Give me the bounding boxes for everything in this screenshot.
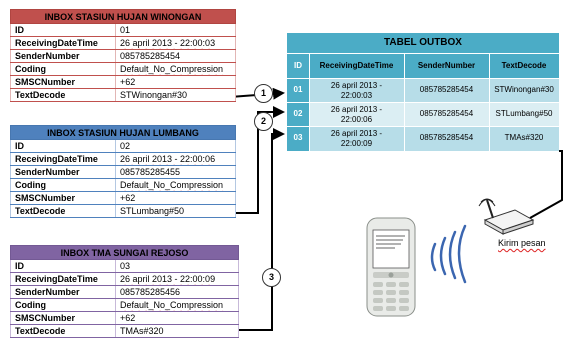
field-value: 02 [115,139,236,153]
field-key: TextDecode [10,204,116,218]
field-key: Coding [10,62,116,76]
inbox-lumbang-title: INBOX STASIUN HUJAN LUMBANG [10,125,236,140]
field-key: SMSCNumber [10,311,116,325]
field-key: ReceivingDateTime [10,272,116,286]
field-value: 03 [115,259,239,273]
field-value: 085785285454 [115,49,236,63]
step-1-badge: 1 [254,84,273,103]
field-value: +62 [115,311,239,325]
outbox-header-id: ID [294,61,302,70]
connector-2 [232,106,285,214]
field-key: SenderNumber [10,285,116,299]
outbox-row-date-line1: 26 april 2013 - [330,105,383,114]
gsm-modem-icon [478,198,535,235]
outbox-row-id: 03 [293,133,303,142]
outbox-row-date-line2: 22:00:03 [340,91,373,100]
field-value: Default_No_Compression [115,62,236,76]
connector-3 [236,128,285,331]
inbox-rejoso-title: INBOX TMA SUNGAI REJOSO [10,245,239,260]
connector-outbox-modem [529,150,563,219]
outbox-row-date-line2: 22:00:06 [340,115,373,124]
field-key: SenderNumber [10,165,116,179]
step-2-badge: 2 [254,112,273,131]
mobile-phone-icon [366,217,416,317]
outbox-row-sender: 085785285454 [419,109,474,118]
phone-sms-illustration [366,198,535,317]
outbox-row-text: TMAs#320 [504,133,544,142]
field-key: Coding [10,178,116,192]
field-value: 085785285455 [115,165,236,179]
outbox-row-sender: 085785285454 [419,133,474,142]
outbox-row-date-line2: 22:00:09 [340,139,373,148]
outbox-header-text: TextDecode [501,61,547,70]
field-value: Default_No_Compression [115,298,239,312]
outbox-row-date-line1: 26 april 2013 - [330,129,383,138]
field-key: ID [10,259,116,273]
outbox-row-id: 02 [293,109,303,118]
field-value: STLumbang#50 [115,204,236,218]
field-key: Coding [10,298,116,312]
inbox-winongan-title: INBOX STASIUN HUJAN WINONGAN [10,9,236,24]
field-value: 01 [115,23,236,37]
outbox-row-id: 01 [293,85,303,94]
field-value: +62 [115,191,236,205]
outbox-row-text: STLumbang#50 [495,109,553,118]
field-value: 085785285456 [115,285,239,299]
step-3-badge: 3 [262,268,281,287]
field-key: ID [10,23,116,37]
field-value: Default_No_Compression [115,178,236,192]
field-key: ID [10,139,116,153]
field-value: STWinongan#30 [115,88,236,102]
outbox-row-sender: 085785285454 [419,85,474,94]
outbox-title: TABEL OUTBOX [384,37,462,48]
field-value: TMAs#320 [115,324,239,338]
field-value: +62 [115,75,236,89]
field-key: ReceivingDateTime [10,152,116,166]
field-key: SMSCNumber [10,191,116,205]
field-key: ReceivingDateTime [10,36,116,50]
field-value: 26 april 2013 - 22:00:09 [115,272,239,286]
field-key: SMSCNumber [10,75,116,89]
field-key: TextDecode [10,88,116,102]
outbox-row-text: STWinongan#30 [494,85,554,94]
send-message-label: Kirim pesan [498,238,546,248]
field-key: SenderNumber [10,49,116,63]
outbox-header-date: ReceivingDateTime [319,61,394,70]
field-key: TextDecode [10,324,116,338]
signal-waves-icon [430,224,467,284]
outbox-table: TABEL OUTBOX ID ReceivingDateTime Sender… [287,33,559,151]
outbox-header-sender: SenderNumber [417,61,476,70]
field-value: 26 april 2013 - 22:00:03 [115,36,236,50]
field-value: 26 april 2013 - 22:00:06 [115,152,236,166]
outbox-row-date-line1: 26 april 2013 - [330,81,383,90]
